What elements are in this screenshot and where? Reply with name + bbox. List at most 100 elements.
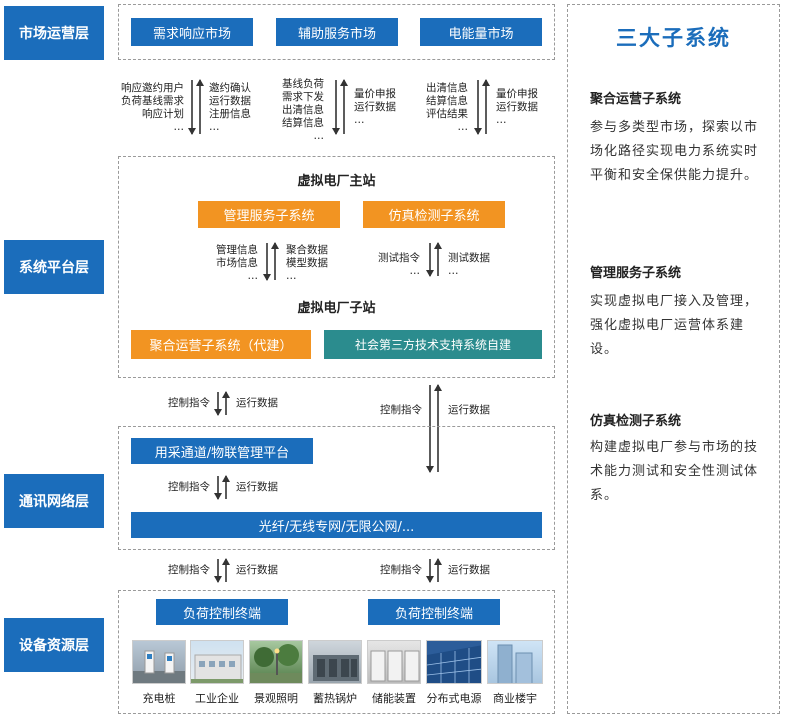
market-flow-col3-right: 量价申报 运行数据 … <box>496 88 538 127</box>
flow-text: 量价申报 <box>354 88 396 100</box>
flow-text: … <box>409 265 421 277</box>
office-tower-icon <box>497 644 533 683</box>
market-col3-arrows-icon <box>474 79 490 135</box>
flow-text: 运行数据 <box>496 101 538 113</box>
flow-text: 需求下发 <box>282 91 324 103</box>
communication-channel-box: 光纤/无线专网/无限公网/... <box>131 512 542 538</box>
industrial-enterprise-image <box>190 640 244 684</box>
mgmt-arrows-icon <box>263 242 279 281</box>
layer-market-label: 市场运营层 <box>4 6 104 60</box>
flow-text: … <box>313 130 325 142</box>
commercial-building-image <box>487 640 543 684</box>
flow-text: 量价申报 <box>496 88 538 100</box>
aggregation-subsystem-desc: 参与多类型市场，探索以市场化路径实现电力系统实时平衡和安全保供能力提升。 <box>590 120 759 183</box>
flow-text: … <box>354 114 365 126</box>
boiler-icon <box>313 655 359 681</box>
heat-storage-boiler-image <box>308 640 362 684</box>
running-data-label: 运行数据 <box>448 564 490 576</box>
resource-caption: 景观照明 <box>254 692 298 705</box>
flow-text: 结算信息 <box>426 95 468 107</box>
mgmt-flow-left: 管理信息 市场信息 … <box>200 244 258 283</box>
flow-text: 基线负荷 <box>282 78 324 90</box>
running-data-label: 运行数据 <box>236 397 278 409</box>
market-layer-panel <box>118 4 555 60</box>
flow-text: 注册信息 <box>209 108 251 120</box>
flow-text: 邀约确认 <box>209 82 251 94</box>
resource-caption: 蓄热锅炉 <box>313 692 357 705</box>
flow-text: … <box>247 270 259 282</box>
flow-text: 测试数据 <box>448 252 490 264</box>
charging-pile-icon <box>133 650 185 683</box>
simulation-test-subsystem-box: 仿真检测子系统 <box>363 201 505 228</box>
aggregation-operation-subsystem-box: 聚合运营子系统（代建） <box>131 330 311 359</box>
storage-cabinet-icon <box>370 650 420 682</box>
management-subsystem-desc: 实现虚拟电厂接入及管理，强化虚拟电厂运营体系建设。 <box>590 294 759 357</box>
long-vertical-arrows-icon <box>426 384 442 473</box>
simulation-subsystem-heading: 仿真检测子系统 <box>590 414 682 429</box>
control-command-label: 控制指令 <box>380 404 422 416</box>
ancillary-service-market-box: 辅助服务市场 <box>276 18 398 46</box>
landscape-lighting-image <box>249 640 303 684</box>
resource-caption: 充电桩 <box>142 692 176 705</box>
device-layer-panel <box>118 590 555 714</box>
load-control-terminal-box: 负荷控制终端 <box>368 599 500 625</box>
landscape-lighting-icon <box>250 644 302 683</box>
energy-market-box: 电能量市场 <box>420 18 542 46</box>
three-subsystems-panel <box>567 4 780 714</box>
vpp-main-station-title: 虚拟电厂主站 <box>297 174 376 189</box>
flow-text: … <box>173 121 185 133</box>
flow-text: 模型数据 <box>286 257 328 269</box>
management-service-subsystem-box: 管理服务子系统 <box>198 201 340 228</box>
resource-caption: 工业企业 <box>195 692 239 705</box>
running-data-label: 运行数据 <box>448 404 490 416</box>
network-device-arrows-left-icon <box>214 558 230 583</box>
flow-text: … <box>496 114 507 126</box>
platform-layer-panel <box>118 156 555 378</box>
running-data-label: 运行数据 <box>236 481 278 493</box>
flow-text: 聚合数据 <box>286 244 328 256</box>
distributed-power-image <box>426 640 482 684</box>
side-panel-title: 三大子系统 <box>616 26 731 50</box>
flow-text: … <box>457 121 469 133</box>
factory-building-icon <box>191 654 243 683</box>
market-flow-col2-right: 量价申报 运行数据 … <box>354 88 396 127</box>
platform-network-arrows-icon <box>214 391 230 416</box>
solar-panel-icon <box>427 645 481 683</box>
flow-text: … <box>448 265 459 277</box>
market-flow-col1-left: 响应邀约用户 负荷基线需求 响应计划 … <box>100 82 184 134</box>
resource-caption: 商业楼宇 <box>493 692 537 705</box>
network-inner-arrows-icon <box>214 475 230 500</box>
market-col1-arrows-icon <box>188 79 204 135</box>
market-col2-arrows-icon <box>332 79 348 135</box>
flow-text: 评估结果 <box>426 108 468 120</box>
control-command-label: 控制指令 <box>168 564 210 576</box>
mgmt-flow-right: 聚合数据 模型数据 … <box>286 244 328 283</box>
network-layer-panel <box>118 426 555 550</box>
control-command-label: 控制指令 <box>380 564 422 576</box>
running-data-label: 运行数据 <box>236 564 278 576</box>
network-device-arrows-right-icon <box>426 558 442 583</box>
simulation-subsystem-desc: 构建虚拟电厂参与市场的技术能力测试和安全性测试体系。 <box>590 440 759 503</box>
layer-network-label: 通讯网络层 <box>4 474 104 528</box>
energy-storage-image <box>367 640 421 684</box>
flow-text: 负荷基线需求 <box>121 95 184 107</box>
flow-text: 响应计划 <box>142 108 184 120</box>
charging-pile-image <box>132 640 186 684</box>
sim-arrows-icon <box>426 242 442 277</box>
market-flow-col3-left: 出清信息 结算信息 评估结果 … <box>404 82 468 134</box>
flow-text: … <box>209 121 220 133</box>
sim-flow-left: 测试指令 … <box>362 252 420 278</box>
collection-iot-platform-box: 用采通道/物联管理平台 <box>131 438 313 464</box>
management-subsystem-heading: 管理服务子系统 <box>590 266 682 281</box>
layer-device-label: 设备资源层 <box>4 618 104 672</box>
flow-text: 出清信息 <box>282 104 324 116</box>
aggregation-subsystem-heading: 聚合运营子系统 <box>590 92 682 107</box>
flow-text: 运行数据 <box>209 95 251 107</box>
flow-text: 测试指令 <box>378 252 420 264</box>
flow-text: 响应邀约用户 <box>121 82 184 94</box>
layer-platform-label: 系统平台层 <box>4 240 104 294</box>
resource-caption: 分布式电源 <box>426 692 482 705</box>
flow-text: 结算信息 <box>282 117 324 129</box>
market-flow-col1-right: 邀约确认 运行数据 注册信息 … <box>209 82 251 134</box>
third-party-tech-support-box: 社会第三方技术支持系统自建 <box>324 330 542 359</box>
